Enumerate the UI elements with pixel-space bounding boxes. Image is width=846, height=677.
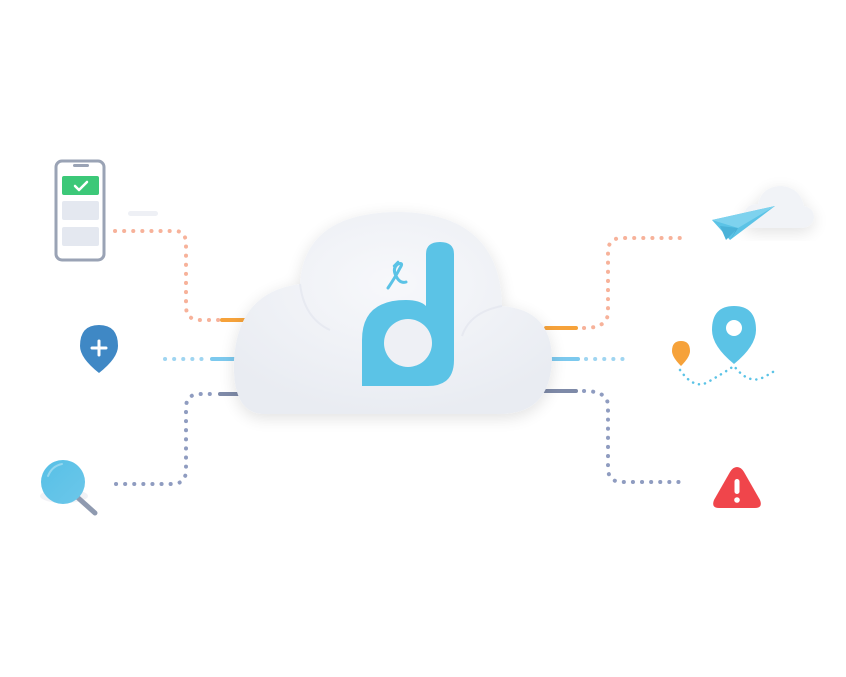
magnifier-icon[interactable] — [40, 460, 98, 516]
location-pin-plus-icon[interactable] — [80, 325, 118, 373]
connector-phone — [113, 229, 248, 322]
d-letter-logo-icon — [362, 242, 454, 386]
small-cloud-icon — [743, 186, 814, 228]
connector-send — [544, 236, 682, 330]
warning-triangle-icon[interactable] — [713, 467, 761, 508]
paper-plane-icon[interactable] — [712, 186, 814, 240]
phone-label-placeholder — [128, 211, 158, 216]
smartphone-checklist-icon[interactable] — [54, 159, 106, 262]
connector-alert — [542, 389, 682, 484]
connector-search — [114, 392, 252, 486]
map-route-pin-icon[interactable] — [672, 306, 778, 386]
